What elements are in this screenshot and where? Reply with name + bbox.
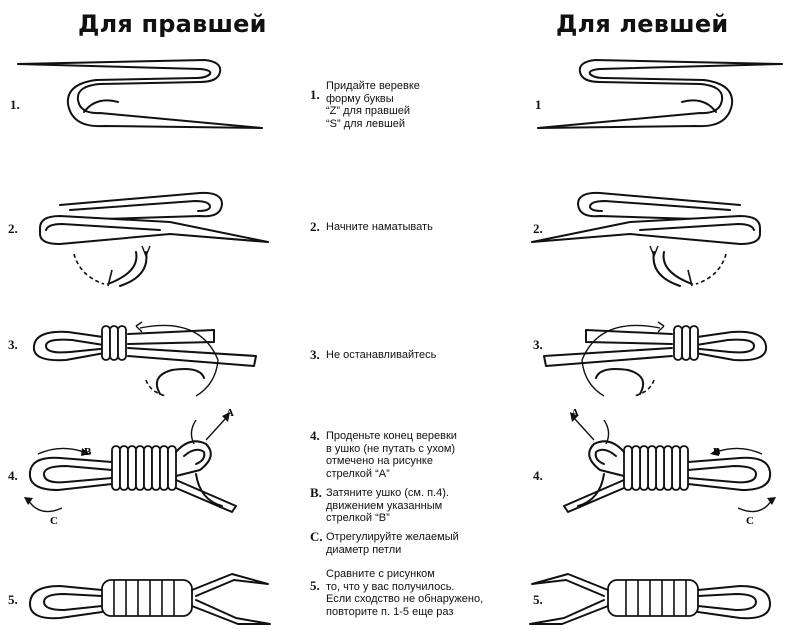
left-handed-step-1-drawing bbox=[537, 59, 783, 129]
title-right-handed: Для правшей bbox=[78, 10, 267, 38]
left-handed-step-2-drawing bbox=[531, 191, 761, 287]
title-left-handed: Для левшей bbox=[556, 10, 729, 38]
label-c-left: C bbox=[746, 515, 754, 527]
step-c-text: Отрегулируйте желаемый диаметр петли bbox=[326, 531, 459, 556]
right-step-number-5: 5. bbox=[533, 592, 543, 607]
step-2-text: Начните наматывать bbox=[326, 221, 433, 233]
left-handed-step-4-drawing bbox=[563, 411, 777, 513]
step-b-number: B. bbox=[310, 485, 322, 500]
step-4-text: Проденьте конец веревки в ушко (не путат… bbox=[326, 430, 457, 480]
step-3-number: 3. bbox=[310, 347, 320, 362]
label-c-right: C bbox=[50, 515, 58, 527]
step-c-number: C. bbox=[310, 529, 323, 544]
right-step-number-1: 1 bbox=[535, 97, 542, 112]
left-handed-step-5-drawing bbox=[529, 573, 771, 625]
right-handed-step-3-drawing bbox=[32, 321, 258, 397]
right-step-number-2: 2. bbox=[533, 221, 543, 236]
step-1-text: Придайте веревке форму буквы “Z” для пра… bbox=[326, 80, 420, 130]
left-step-number-1: 1. bbox=[10, 97, 20, 112]
label-b-right: B bbox=[84, 446, 92, 458]
right-step-number-3: 3. bbox=[533, 337, 543, 352]
left-step-number-3: 3. bbox=[8, 337, 18, 352]
step-5-number: 5. bbox=[310, 578, 320, 593]
step-5-text: Сравните с рисунком то, что у вас получи… bbox=[326, 568, 484, 618]
left-step-number-4: 4. bbox=[8, 468, 18, 483]
label-b-left: B bbox=[713, 446, 721, 458]
step-2-number: 2. bbox=[310, 219, 320, 234]
right-step-number-4: 4. bbox=[533, 468, 543, 483]
label-a-left: A bbox=[571, 407, 579, 419]
right-handed-step-5-drawing bbox=[29, 573, 271, 625]
left-step-number-2: 2. bbox=[8, 221, 18, 236]
right-handed-step-4-drawing bbox=[23, 411, 237, 513]
step-1-number: 1. bbox=[310, 87, 320, 102]
step-3-text: Не останавливайтесь bbox=[326, 349, 437, 361]
label-a-right: A bbox=[226, 407, 234, 419]
left-step-number-5: 5. bbox=[8, 592, 18, 607]
right-handed-step-1-drawing bbox=[17, 59, 263, 129]
step-b-text: Затяните ушко (см. п.4). движением указа… bbox=[326, 487, 449, 524]
step-4-number: 4. bbox=[310, 428, 320, 443]
left-handed-step-3-drawing bbox=[543, 321, 768, 397]
right-handed-step-2-drawing bbox=[39, 191, 269, 287]
